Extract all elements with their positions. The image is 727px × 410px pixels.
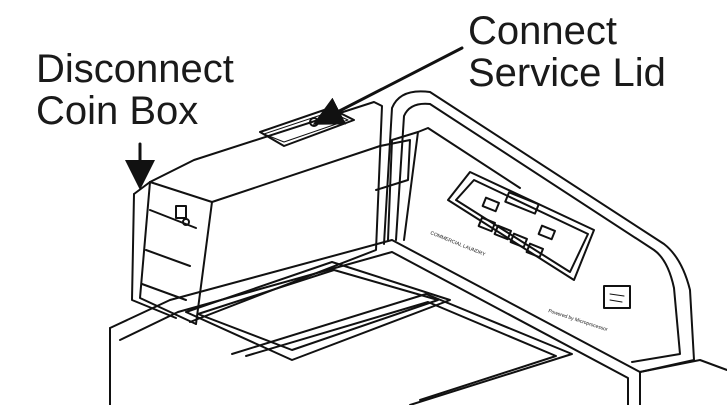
service-label (603, 285, 631, 309)
connect-service-lid-label: Connect Service Lid (468, 10, 666, 94)
service-lid (259, 107, 355, 147)
connect-label-line1: Connect (468, 9, 617, 53)
disconnect-label-line2: Coin Box (36, 89, 199, 133)
disconnect-coin-box-label: Disconnect Coin Box (36, 48, 234, 132)
disconnect-label-line1: Disconnect (36, 47, 234, 91)
panel-key-1 (481, 196, 500, 213)
panel-key-6 (525, 242, 544, 259)
panel-key-2 (537, 224, 556, 241)
coin-box-lock (182, 218, 190, 226)
connect-arrow (312, 46, 464, 125)
panel-display (504, 191, 540, 215)
connect-label-line2: Service Lid (468, 51, 666, 95)
washer-lid-recess (185, 261, 573, 406)
console-print-text: COMMERCIAL LAUNDRY (429, 230, 486, 258)
washer-cabinet-top (109, 239, 727, 406)
panel-print-text: Powered by Microprocessor (547, 308, 608, 333)
coin-box-slot (175, 205, 187, 219)
panel-key-3 (477, 216, 496, 233)
panel-key-5 (509, 232, 528, 249)
coin-box (131, 101, 411, 325)
panel-key-4 (493, 224, 512, 241)
